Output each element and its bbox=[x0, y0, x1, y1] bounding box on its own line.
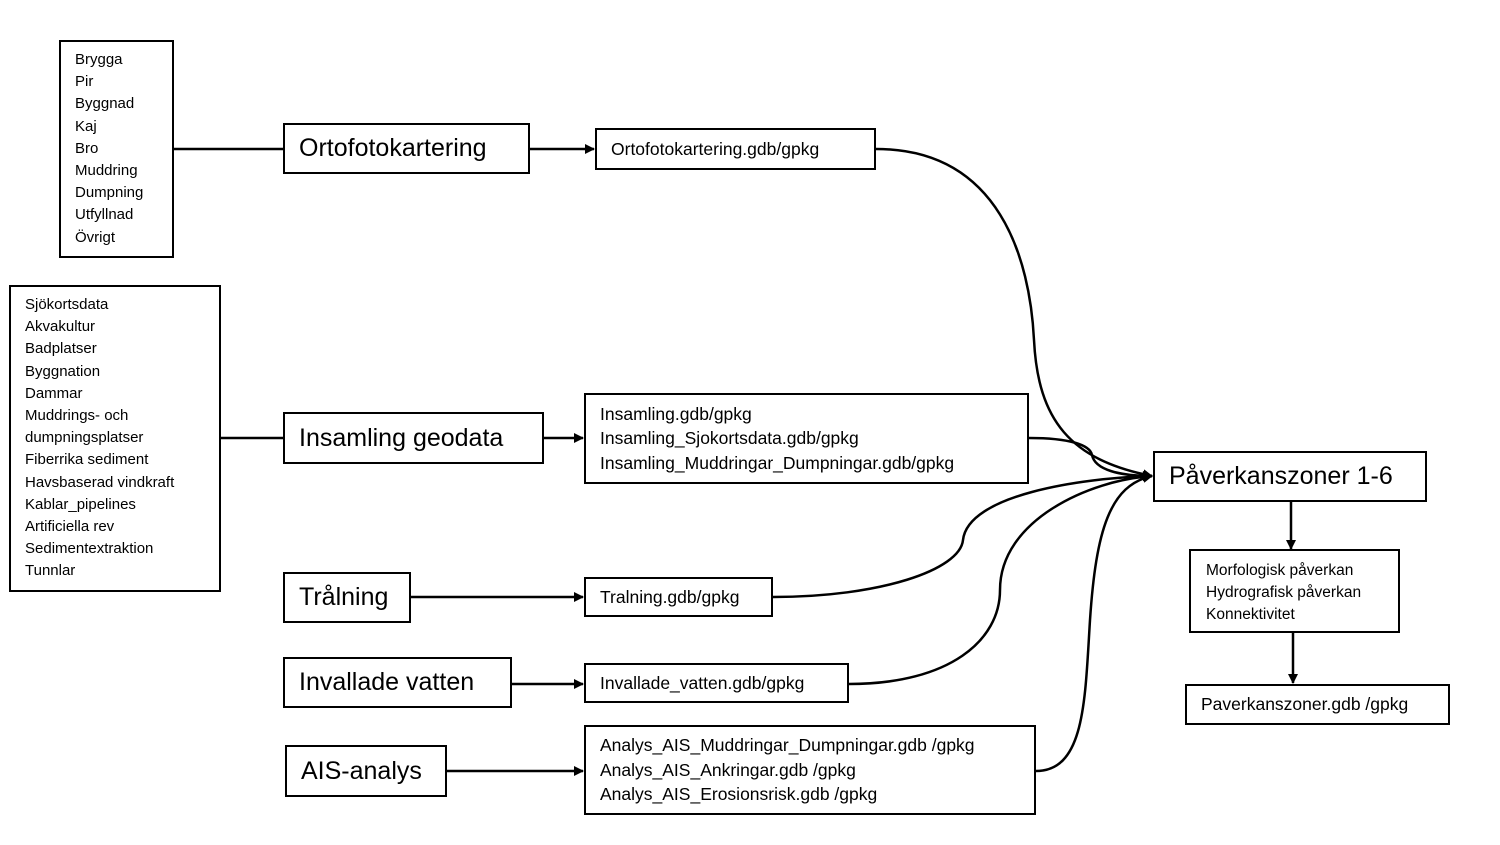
file-ais-analys: Analys_AIS_Muddringar_Dumpningar.gdb /gp… bbox=[584, 725, 1036, 815]
file-invallade-vatten: Invallade_vatten.gdb/gpkg bbox=[584, 663, 849, 703]
curve-invallade bbox=[848, 471, 1153, 686]
process-ais-analys: AIS-analys bbox=[285, 745, 447, 797]
process-label: Insamling geodata bbox=[299, 423, 504, 452]
list-item: Utfyllnad bbox=[75, 206, 134, 224]
list-item: Sedimentextraktion bbox=[25, 540, 154, 558]
file-name: Ortofotokartering.gdb/gpkg bbox=[611, 138, 820, 159]
list-item: Hydrografisk påverkan bbox=[1206, 584, 1362, 602]
file-insamling: Insamling.gdb/gpkg Insamling_Sjokortsdat… bbox=[584, 393, 1029, 484]
list-item: Akvakultur bbox=[25, 318, 96, 336]
process-ortofotokartering: Ortofotokartering bbox=[283, 123, 530, 174]
list-item: Dumpning bbox=[75, 184, 144, 202]
list-item: Havsbaserad vindkraft bbox=[25, 473, 175, 491]
list-item: Morfologisk påverkan bbox=[1206, 562, 1354, 579]
list-item: Fiberrika sediment bbox=[25, 451, 149, 469]
list-item: Byggnad bbox=[75, 95, 135, 113]
file-paverkanszoner: Paverkanszoner.gdb /gpkg bbox=[1185, 684, 1450, 725]
file-name: Analys_AIS_Muddringar_Dumpningar.gdb /gp… bbox=[600, 735, 975, 756]
list-item: Badplatser bbox=[25, 340, 97, 358]
list-item: Kablar_pipelines bbox=[25, 495, 136, 513]
list-item: Byggnation bbox=[25, 362, 101, 380]
paverkan-items-list: Morfologisk påverkan Hydrografisk påverk… bbox=[1189, 549, 1400, 633]
file-name: Invallade_vatten.gdb/gpkg bbox=[600, 672, 805, 693]
list-item: Dammar bbox=[25, 384, 83, 402]
process-insamling-geodata: Insamling geodata bbox=[283, 412, 544, 464]
file-tralning: Tralning.gdb/gpkg bbox=[584, 577, 773, 617]
process-label: Invallade vatten bbox=[299, 668, 475, 696]
list-item: Sjökortsdata bbox=[25, 296, 109, 313]
list-item: Muddrings- och bbox=[25, 407, 129, 425]
list-item: Övrigt bbox=[75, 228, 116, 246]
process-paverkanszoner: Påverkanszoner 1-6 bbox=[1153, 451, 1427, 502]
process-label: Ortofotokartering bbox=[299, 134, 487, 162]
list-item: dumpningsplatser bbox=[25, 429, 144, 447]
list-item: Tunnlar bbox=[25, 562, 76, 580]
curve-insamling bbox=[1028, 436, 1153, 481]
process-label: Påverkanszoner 1-6 bbox=[1169, 462, 1393, 490]
curve-ais bbox=[1035, 473, 1153, 773]
curve-tralning bbox=[772, 471, 1153, 599]
list-item: Muddring bbox=[75, 162, 138, 180]
process-invallade-vatten: Invallade vatten bbox=[283, 657, 512, 708]
file-name: Tralning.gdb/gpkg bbox=[600, 586, 740, 607]
list-item: Konnektivitet bbox=[1206, 606, 1295, 624]
file-name: Analys_AIS_Erosionsrisk.gdb /gpkg bbox=[600, 784, 878, 805]
file-name: Insamling_Sjokortsdata.gdb/gpkg bbox=[600, 428, 859, 449]
file-name: Analys_AIS_Ankringar.gdb /gpkg bbox=[600, 759, 856, 780]
ortofoto-input-list: Brygga Pir Byggnad Kaj Bro Muddring Dump… bbox=[59, 40, 174, 258]
list-item: Pir bbox=[75, 73, 94, 91]
file-name: Insamling_Muddringar_Dumpningar.gdb/gpkg bbox=[600, 452, 955, 473]
file-name: Paverkanszoner.gdb /gpkg bbox=[1201, 694, 1409, 715]
list-item: Kaj bbox=[75, 117, 97, 135]
geodata-input-list: Sjökortsdata Akvakultur Badplatser Byggn… bbox=[9, 285, 221, 592]
file-ortofotokartering: Ortofotokartering.gdb/gpkg bbox=[595, 128, 876, 170]
list-item: Artificiella rev bbox=[25, 518, 115, 536]
process-label: AIS-analys bbox=[301, 756, 422, 785]
file-name: Insamling.gdb/gpkg bbox=[600, 403, 752, 424]
process-tralning: Trålning bbox=[283, 572, 411, 623]
list-item: Bro bbox=[75, 139, 99, 157]
process-label: Trålning bbox=[299, 583, 389, 611]
list-item: Brygga bbox=[75, 51, 123, 68]
